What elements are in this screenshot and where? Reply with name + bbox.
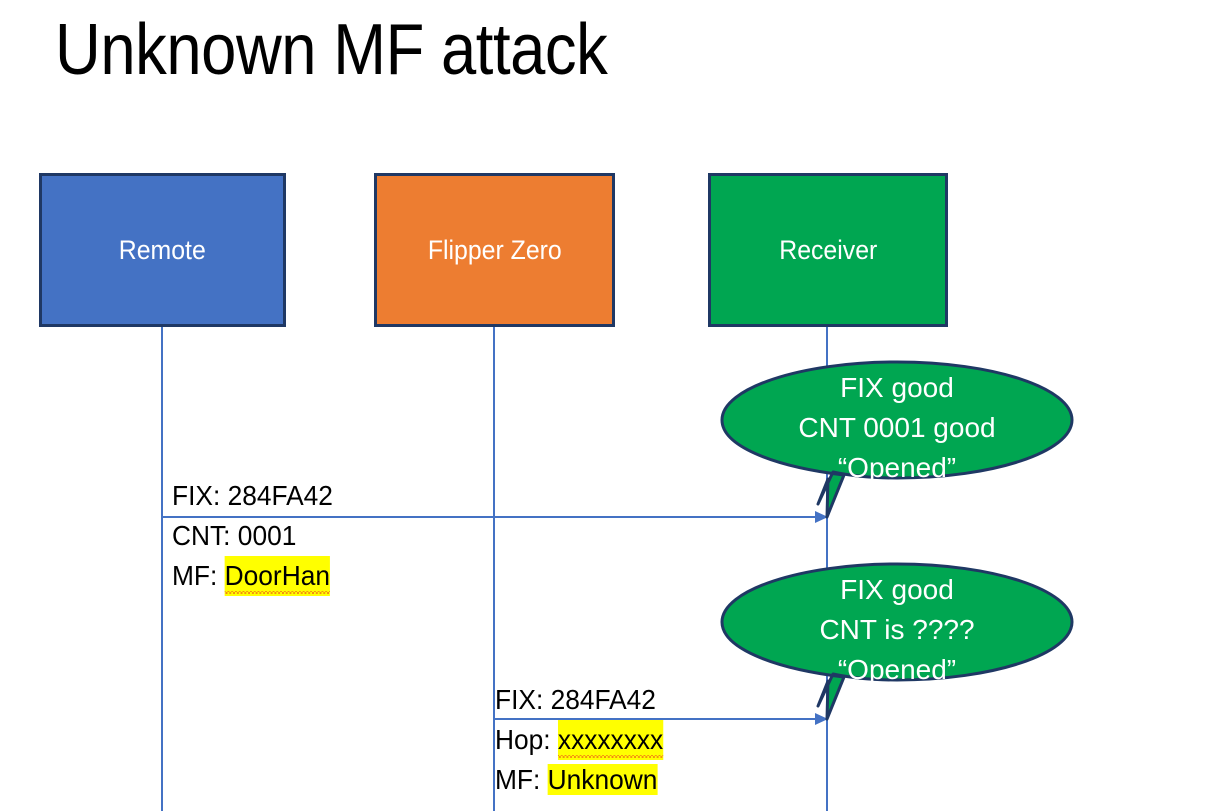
message-line-label: FIX: bbox=[172, 480, 228, 511]
actor-label-remote: Remote bbox=[119, 235, 206, 265]
speech-balloon-shape bbox=[720, 360, 1074, 519]
message-line: MF: Unknown bbox=[495, 760, 663, 800]
message-label-remote-to-receiver: FIX: 284FA42 CNT: 0001 MF: DoorHan bbox=[172, 476, 333, 596]
speech-balloon-receiver-first: FIX good CNT 0001 good “Opened” bbox=[720, 360, 1074, 520]
message-line-value-highlighted: xxxxxxxx bbox=[557, 720, 664, 760]
actor-box-remote[interactable]: Remote bbox=[39, 173, 286, 327]
actor-label-receiver: Receiver bbox=[778, 235, 878, 265]
speech-balloon-receiver-second: FIX good CNT is ???? “Opened” bbox=[720, 562, 1074, 722]
message-line: CNT: 0001 bbox=[172, 516, 333, 556]
message-line-label: CNT: bbox=[172, 520, 238, 551]
lifeline-remote bbox=[161, 327, 163, 811]
actor-box-flipper-zero[interactable]: Flipper Zero bbox=[374, 173, 615, 327]
message-line: Hop: xxxxxxxx bbox=[495, 720, 664, 760]
actor-box-receiver[interactable]: Receiver bbox=[708, 173, 948, 327]
message-line-label: MF: bbox=[495, 764, 548, 795]
message-label-flipper-to-receiver: FIX: 284FA42 Hop: xxxxxxxx MF: Unknown bbox=[495, 680, 664, 800]
message-line: FIX: 284FA42 bbox=[172, 476, 333, 516]
actor-label-flipper-zero: Flipper Zero bbox=[427, 235, 562, 265]
lifeline-flipper-zero bbox=[493, 327, 495, 811]
speech-balloon-shape bbox=[720, 562, 1074, 721]
message-line-label: MF: bbox=[172, 560, 225, 591]
message-line: MF: DoorHan bbox=[172, 556, 333, 596]
message-line: FIX: 284FA42 bbox=[495, 680, 663, 720]
page-title: Unknown MF attack bbox=[55, 10, 608, 90]
message-line-value-highlighted: DoorHan bbox=[224, 556, 331, 596]
message-arrow-flipper-to-receiver bbox=[494, 713, 828, 725]
message-line-label: FIX: bbox=[495, 684, 551, 715]
message-line-value: 284FA42 bbox=[550, 684, 656, 715]
message-arrow-remote-to-receiver bbox=[162, 511, 828, 523]
message-line-value-highlighted: Unknown bbox=[547, 764, 658, 795]
message-line-value: 284FA42 bbox=[227, 480, 333, 511]
message-line-value: 0001 bbox=[237, 520, 297, 551]
message-line-label: Hop: bbox=[495, 724, 558, 755]
